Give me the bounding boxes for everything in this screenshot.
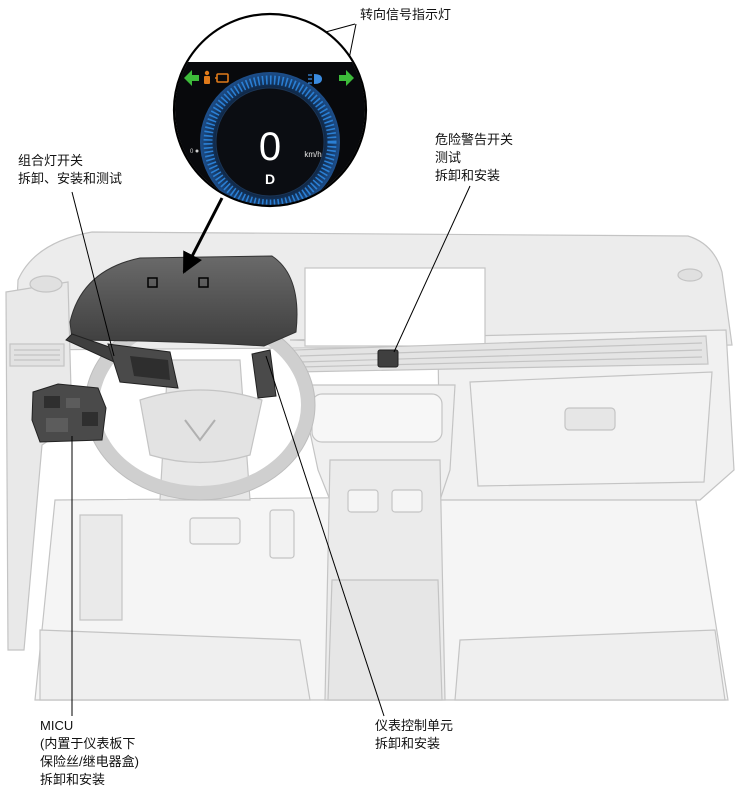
seatbelt-warning-icon: [204, 70, 210, 84]
hazard-switch-label-line: 拆卸和安装: [435, 168, 501, 183]
micu-fuse-relay-box: [31, 383, 107, 443]
speed-unit: km/h: [304, 150, 321, 159]
turn-left-arrow-icon: [184, 70, 199, 86]
gauge-unit-label: 仪表控制单元 拆卸和安装: [375, 717, 453, 753]
console-switch-right: [391, 489, 423, 513]
combo-switch-label: 组合灯开关 拆卸、安装和测试: [18, 152, 122, 188]
micu-label-line: MICU: [40, 718, 74, 733]
corner-speaker: [29, 275, 63, 293]
headlight-icon: [308, 74, 322, 84]
leader-combo-switch: [71, 191, 115, 357]
combo-switch-label-line: 拆卸、安装和测试: [18, 171, 123, 186]
turn-signal-label-text: 转向信号指示灯: [360, 7, 452, 22]
micu-label: MICU (内置于仪表板下 保险丝/继电器盒) 拆卸和安装: [40, 717, 139, 789]
gauge-unit-label-line: 拆卸和安装: [375, 736, 441, 751]
magnifier-pointer: [182, 197, 224, 274]
left-vent: [9, 343, 65, 367]
console-armrest: [327, 579, 443, 701]
small-readout: 0: [190, 149, 194, 155]
center-screen: [304, 267, 486, 347]
seat-frame-right: [454, 629, 726, 701]
seat-frame-left: [39, 629, 311, 701]
steering-wheel-logo: [184, 419, 216, 442]
turn-signal-label: 转向信号指示灯: [360, 6, 451, 24]
hazard-switch-label: 危险警告开关 测试 拆卸和安装: [435, 131, 513, 185]
combination-light-switch: [65, 333, 179, 389]
gear-indicator: D: [265, 171, 275, 187]
driver-floor-mat: [79, 514, 123, 621]
magnifier-border: [172, 12, 368, 208]
leader-hazard-switch: [393, 185, 471, 353]
speedometer-inner: [215, 87, 325, 197]
gauge-unit-label-line: 仪表控制单元: [375, 718, 454, 733]
hazard-switch-label-line: 测试: [435, 150, 462, 165]
corner-speaker-right: [677, 268, 703, 282]
cluster-mount-point: [147, 277, 158, 288]
accelerator-pedal: [269, 509, 295, 559]
leader-gauge-unit: [265, 355, 385, 717]
wiper-switch: [251, 349, 277, 399]
small-readout-dot: [195, 149, 199, 153]
speed-readout: 0: [259, 125, 281, 169]
micu-label-line: 保险丝/继电器盒): [40, 754, 139, 769]
micu-label-line: 拆卸和安装: [40, 772, 106, 787]
turn-right-arrow-icon: [339, 70, 354, 86]
steering-wheel-hub: [139, 389, 263, 464]
brake-pedal: [189, 517, 241, 545]
combo-switch-label-line: 组合灯开关: [18, 153, 84, 168]
instrument-cluster-hood: [69, 255, 298, 347]
glovebox-handle: [564, 407, 616, 431]
console-switch-left: [347, 489, 379, 513]
speedometer-ticks: [203, 75, 337, 205]
left-side-panel: [5, 281, 73, 651]
engine-warning-icon: [215, 73, 229, 83]
hazard-switch-label-line: 危险警告开关: [435, 132, 514, 147]
cluster-inset: 0 km/h D 0: [172, 12, 368, 208]
cluster-mount-point: [198, 277, 209, 288]
micu-label-line: (内置于仪表板下: [40, 736, 136, 751]
climate-panel: [311, 393, 443, 443]
hazard-warning-switch: [377, 349, 399, 368]
